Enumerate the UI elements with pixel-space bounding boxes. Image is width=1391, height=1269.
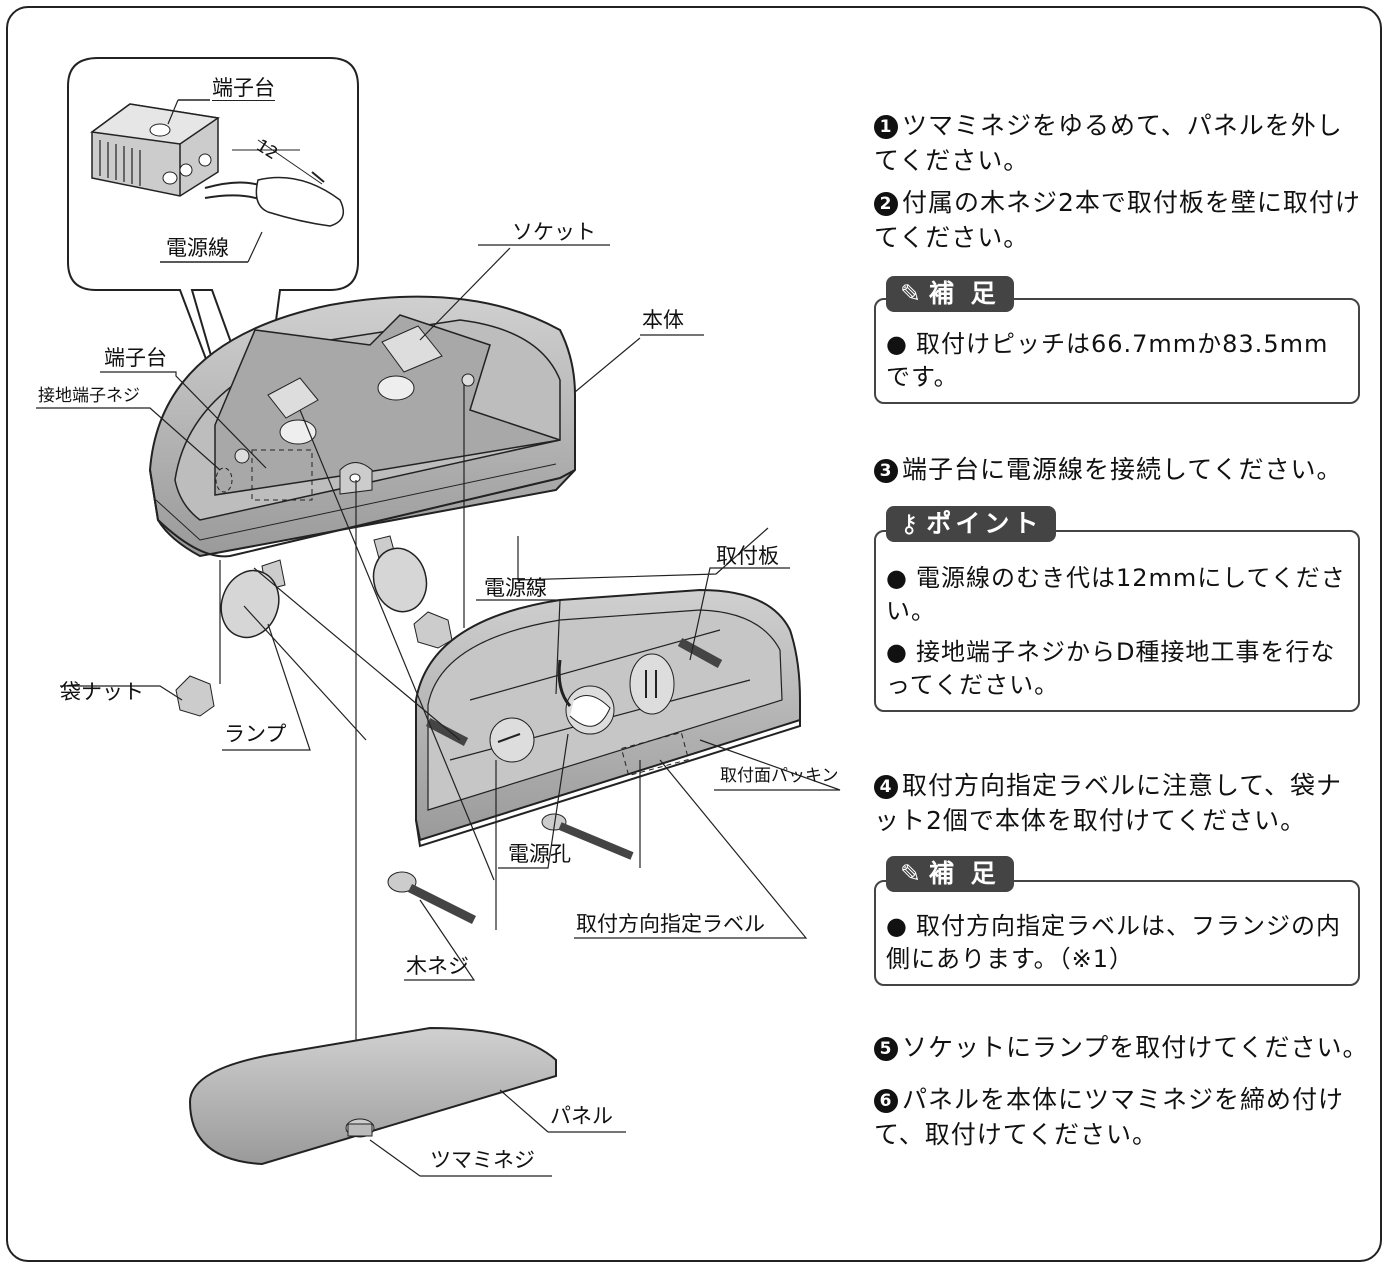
- cap-nuts-drawing: [175, 611, 453, 717]
- step-text: 付属の木ネジ2本で取付板を壁に取付けてください。: [874, 188, 1361, 252]
- main-body-drawing: [148, 295, 576, 558]
- point-tag: ⚷ポイント: [886, 506, 1057, 542]
- label-mounting-plate: 取付板: [716, 544, 779, 568]
- label-body: 本体: [642, 308, 684, 332]
- step-text: 取付方向指定ラベルに注意して、袋ナット2個で本体を取付けてください。: [874, 771, 1343, 835]
- panel-drawing: [188, 1026, 557, 1166]
- note-box-2: [874, 880, 1360, 986]
- label-lamp: ランプ: [224, 722, 287, 746]
- step-text: ソケットにランプを取付けてください。: [902, 1033, 1369, 1062]
- label-panel: パネル: [550, 1104, 613, 1128]
- label-power-wire: 電源線: [484, 576, 547, 600]
- step-number: 3: [874, 459, 898, 483]
- label-terminal-block-inset: 端子台: [212, 76, 275, 101]
- terminal-block-drawing: [90, 103, 220, 197]
- lamps-drawing: [220, 535, 428, 639]
- label-power-wire-inset: 電源線: [166, 236, 229, 260]
- mounting-plate-drawing: [415, 588, 801, 848]
- label-power-hole: 電源孔: [508, 842, 571, 866]
- label-direction-label: 取付方向指定ラベル: [576, 912, 765, 936]
- step-number: 2: [874, 192, 898, 216]
- step-text: パネルを本体にツマミネジを締め付けて、取付けてください。: [874, 1085, 1345, 1149]
- label-cap-nut: 袋ナット: [60, 680, 144, 704]
- key-icon: ⚷: [900, 509, 919, 538]
- label-ground-screw: 接地端子ネジ: [38, 386, 140, 406]
- note-2-item: ●取付方向指定ラベルは、フランジの内側にあります。（※1）: [886, 912, 1341, 973]
- label-thumb-screw: ツマミネジ: [430, 1148, 535, 1172]
- wood-screws-drawing: [387, 638, 723, 925]
- point-item-2: ●接地端子ネジからD種接地工事を行なってください。: [886, 638, 1336, 699]
- note-tag-1: ✎補 足: [886, 276, 1014, 312]
- label-wood-screw: 木ネジ: [406, 954, 469, 978]
- point-item-1: ●電源線のむき代は12mmにしてください。: [886, 564, 1346, 625]
- step-text: 端子台に電源線を接続してください。: [902, 455, 1343, 484]
- note-tag-2: ✎補 足: [886, 856, 1014, 892]
- step-number: 4: [874, 775, 898, 799]
- label-socket: ソケット: [512, 220, 596, 244]
- step-number: 5: [874, 1037, 898, 1061]
- step-number: 6: [874, 1089, 898, 1113]
- note-1-item: ●取付けピッチは66.7mmか83.5mmです。: [886, 330, 1329, 391]
- terminal-inset: [67, 57, 359, 429]
- step-text: ツマミネジをゆるめて、パネルを外してください。: [874, 111, 1343, 175]
- point-box: [874, 530, 1360, 712]
- pencil-icon: ✎: [900, 279, 921, 308]
- note-box-1: [874, 298, 1360, 404]
- label-gasket: 取付面パッキン: [720, 766, 839, 786]
- step-number: 1: [874, 115, 898, 139]
- label-terminal-block: 端子台: [104, 346, 167, 370]
- page-frame: [6, 6, 1382, 1262]
- pencil-icon: ✎: [900, 859, 921, 888]
- leader-lines: [36, 244, 841, 1177]
